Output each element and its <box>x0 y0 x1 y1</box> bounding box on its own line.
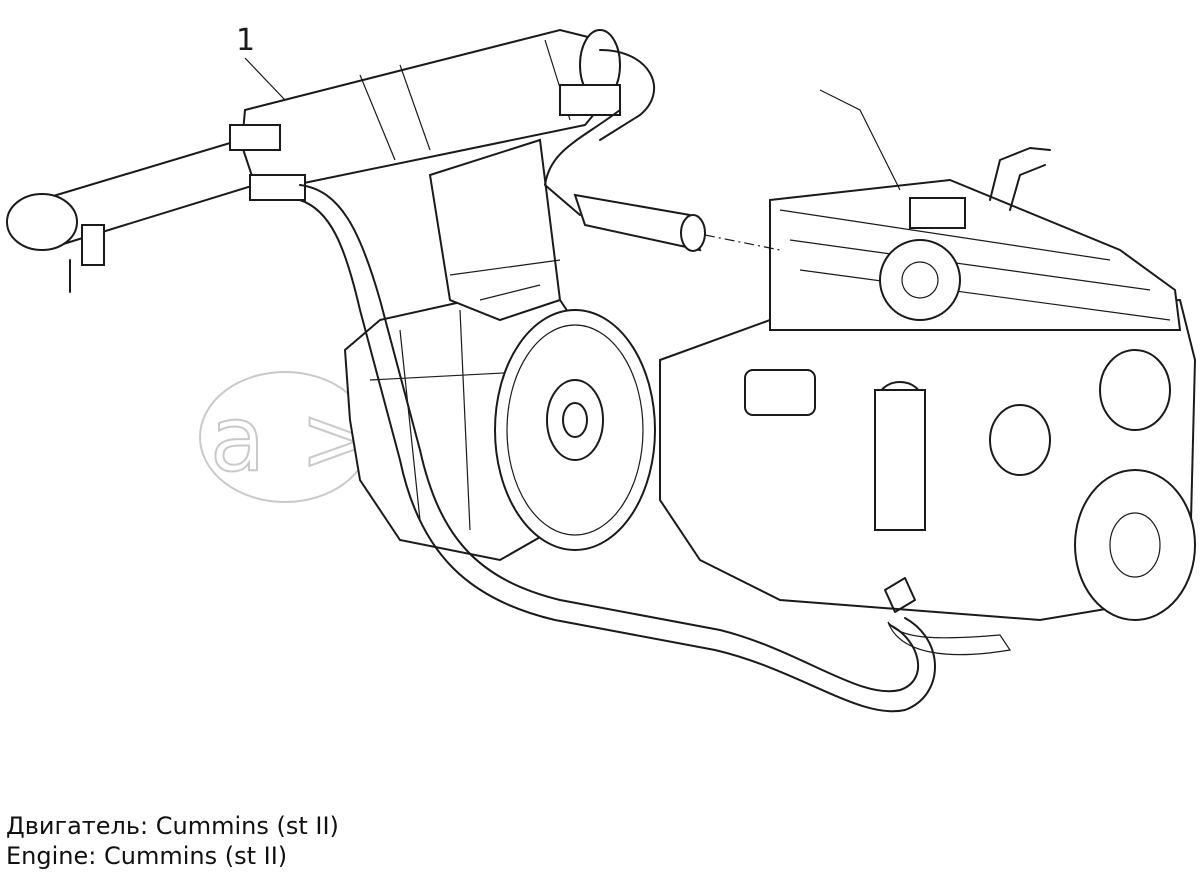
fan-pulley <box>1099 349 1171 431</box>
clamp-front <box>229 124 281 151</box>
dipstick <box>819 89 901 191</box>
intake-elbow <box>989 147 1051 201</box>
clamp-rear <box>559 84 621 116</box>
crank-pulley <box>1074 469 1196 621</box>
exhaust-system-diagram: a > autopiter.ru <box>6 23 1197 713</box>
flywheel <box>494 309 656 551</box>
tail-pipe-clamp <box>81 224 105 266</box>
caption-ru: Двигатель: Cummins (st II) <box>6 812 339 840</box>
clamps <box>229 84 621 201</box>
tail-pipe-outlet <box>6 193 78 251</box>
exhaust-pipe-inlet <box>884 577 916 613</box>
intake-hoses <box>544 49 781 252</box>
filler-cap <box>909 197 966 229</box>
callout-leader <box>244 57 286 101</box>
watermark-logo-letter: a <box>210 387 265 492</box>
callout-1: 1 <box>236 23 286 101</box>
alternator <box>989 404 1051 476</box>
callout-number: 1 <box>236 23 255 58</box>
hose-clamp <box>249 174 306 201</box>
intake-pipe <box>573 193 702 252</box>
tail-pipe <box>6 138 257 293</box>
support-bracket <box>428 138 562 322</box>
starter-motor <box>744 369 816 416</box>
exhaust-pipe <box>299 184 1012 713</box>
turbocharger <box>879 239 961 321</box>
caption-en: Engine: Cummins (st II) <box>6 842 288 870</box>
engine-block <box>659 89 1197 622</box>
oil-filter <box>874 389 926 531</box>
